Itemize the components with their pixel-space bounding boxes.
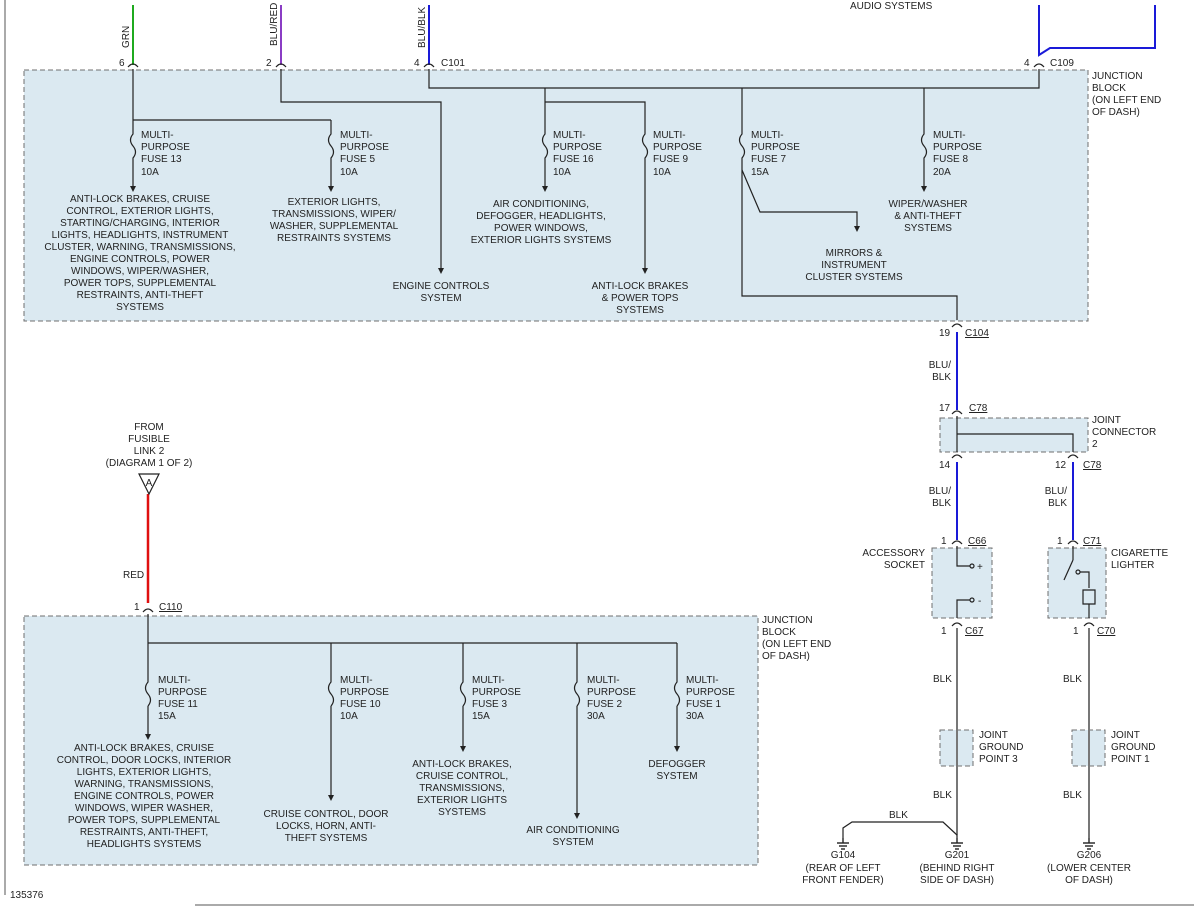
fusible-link-triangle-icon	[138, 473, 160, 496]
c104-wire-label: BLU/BLK	[929, 360, 952, 383]
top-junction-label: JUNCTION BLOCK (ON LEFT END OF DASH)	[1092, 71, 1164, 118]
acc-out-conn: C67	[965, 626, 984, 637]
c110-label: C110	[159, 602, 183, 613]
acc-plus: +	[977, 562, 983, 573]
bottom-junction-block	[23, 615, 759, 866]
jc-in-conn: C78	[969, 403, 988, 414]
c104-label: C104	[965, 328, 989, 339]
lighter-wire-g: BLK	[1063, 790, 1082, 801]
acc-minus: -	[978, 596, 981, 607]
jc-in-pin: 17	[939, 403, 951, 414]
lighter-out-conn: C70	[1097, 626, 1116, 637]
jc-out2-conn: C78	[1083, 460, 1102, 471]
figure-id: 135376	[10, 890, 44, 901]
blu-red-label: BLU/RED	[269, 3, 280, 46]
g206-ground-icon	[1083, 838, 1095, 850]
connector-cups	[127, 63, 1095, 627]
blu-blk-label: BLU/BLK	[417, 7, 428, 48]
c101-label: C101	[441, 58, 465, 69]
joint-connector-2	[939, 417, 1089, 453]
fusible-symbol: A	[146, 478, 153, 489]
acc-out-pin: 1	[941, 626, 947, 637]
audio-label: AUDIO SYSTEMS	[850, 1, 933, 12]
pin-4: 4	[414, 58, 420, 69]
cigarette-lighter-box	[1047, 547, 1107, 619]
acc-wire-g: BLK	[933, 790, 952, 801]
pin-2: 2	[266, 58, 272, 69]
g104-label: G104	[831, 850, 856, 861]
top-junction-block	[23, 69, 1089, 322]
lighter-out-pin: 1	[1073, 626, 1079, 637]
lighter-pin: 1	[1057, 536, 1063, 547]
accessory-socket-box	[931, 547, 993, 619]
g104-ground-icon	[837, 838, 849, 850]
c110-pin: 1	[134, 602, 140, 613]
g104-wire: BLK	[889, 810, 908, 821]
acc-pin: 1	[941, 536, 947, 547]
lighter-wire-out: BLK	[1063, 674, 1082, 685]
lighter-conn: C71	[1083, 536, 1102, 547]
load-f16: AIR CONDITIONING,DEFOGGER, HEADLIGHTS,PO…	[471, 199, 612, 246]
top-internal-wiring	[132, 69, 1040, 320]
load-f5: EXTERIOR LIGHTS,TRANSMISSIONS, WIPER/WAS…	[270, 197, 399, 244]
ground-symbols	[837, 838, 1095, 850]
lighter-wire-label: BLU/BLK	[1045, 486, 1068, 509]
c104-pin: 19	[939, 328, 951, 339]
g206-label: G206	[1077, 850, 1102, 861]
grn-label: GRN	[121, 26, 132, 48]
acc-wire-label: BLU/BLK	[929, 486, 952, 509]
fuse-symbols	[129, 126, 928, 707]
acc-conn: C66	[968, 536, 987, 547]
jc-out1-pin: 14	[939, 460, 951, 471]
c109-label: C109	[1050, 58, 1074, 69]
bottom-internal-wiring	[147, 614, 678, 813]
g201-label: G201	[945, 850, 970, 861]
joint-connector-wiring	[956, 416, 1074, 452]
wire-c109-feed	[1038, 5, 1156, 57]
lower-right-wiring	[842, 546, 1096, 838]
red-wire-label: RED	[123, 570, 144, 581]
jc-out2-pin: 12	[1055, 460, 1067, 471]
pin-6: 6	[119, 58, 125, 69]
acc-wire-out: BLK	[933, 674, 952, 685]
load-f3: ANTI-LOCK BRAKES,CRUISE CONTROL,TRANSMIS…	[412, 759, 511, 818]
arrowheads	[130, 186, 927, 819]
pin-4b: 4	[1024, 58, 1030, 69]
g201-ground-icon	[951, 838, 963, 850]
